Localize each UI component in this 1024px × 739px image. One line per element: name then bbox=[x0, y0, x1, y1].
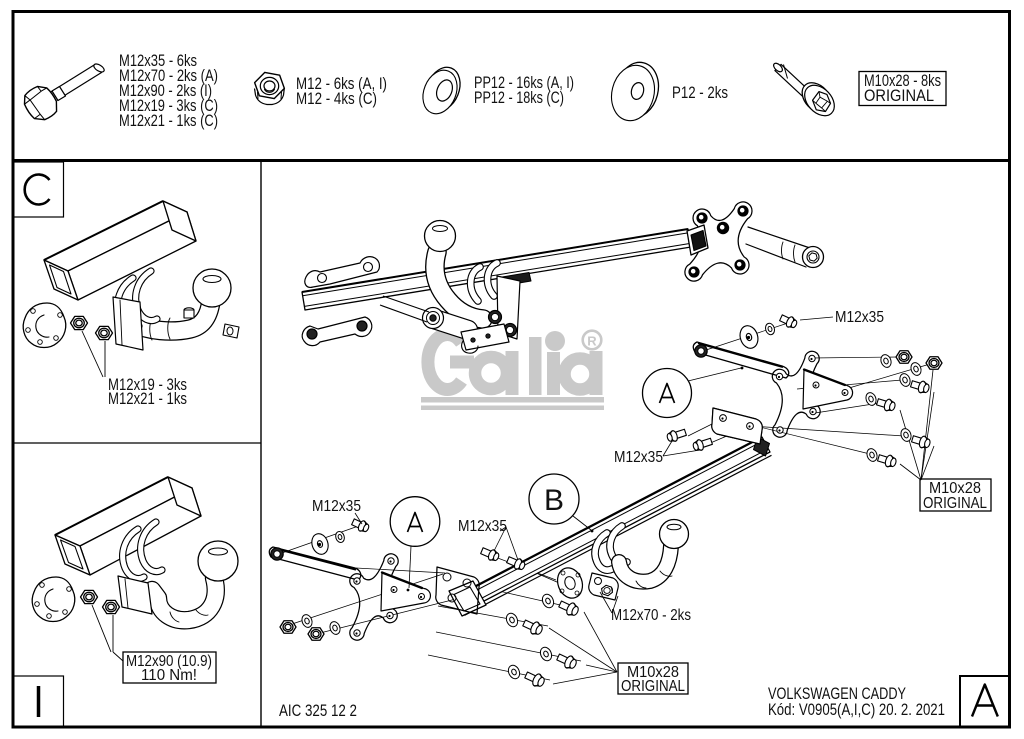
svg-text:M12x35: M12x35 bbox=[458, 518, 507, 535]
svg-text:M12x70 - 2ks: M12x70 - 2ks bbox=[611, 607, 691, 624]
svg-text:M12x90 - 2ks (I): M12x90 - 2ks (I) bbox=[119, 82, 212, 100]
svg-text:M12x35: M12x35 bbox=[312, 498, 361, 515]
svg-text:B: B bbox=[544, 484, 564, 517]
svg-text:M12x35: M12x35 bbox=[614, 449, 663, 466]
svg-text:M12x21 - 1ks: M12x21 - 1ks bbox=[108, 390, 187, 408]
svg-text:Kód: V0905(A,I,C) 20. 2. 2021: Kód: V0905(A,I,C) 20. 2. 2021 bbox=[768, 701, 945, 719]
svg-text:ORIGINAL: ORIGINAL bbox=[864, 87, 934, 105]
svg-text:P12 - 2ks: P12 - 2ks bbox=[672, 84, 728, 102]
svg-text:M12x90 (10.9): M12x90 (10.9) bbox=[126, 653, 212, 670]
svg-text:M12x35: M12x35 bbox=[835, 309, 884, 326]
svg-text:M12x35 - 6ks: M12x35 - 6ks bbox=[119, 52, 197, 70]
svg-text:M12x21 - 1ks (C): M12x21 - 1ks (C) bbox=[119, 112, 218, 130]
svg-text:R: R bbox=[587, 334, 597, 349]
svg-text:ORIGINAL: ORIGINAL bbox=[621, 678, 685, 695]
svg-text:ORIGINAL: ORIGINAL bbox=[923, 495, 987, 512]
svg-text:M10x28: M10x28 bbox=[929, 480, 981, 497]
svg-text:M12 - 6ks (A, I): M12 - 6ks (A, I) bbox=[296, 75, 387, 93]
svg-text:M12x19 - 3ks: M12x19 - 3ks bbox=[108, 376, 187, 394]
svg-text:PP12 - 16ks (A, I): PP12 - 16ks (A, I) bbox=[474, 74, 574, 92]
svg-text:110 Nm!: 110 Nm! bbox=[141, 667, 197, 684]
svg-text:M10x28: M10x28 bbox=[627, 664, 679, 681]
svg-text:M10x28 - 8ks: M10x28 - 8ks bbox=[864, 72, 941, 90]
svg-text:M12x70 - 2ks (A): M12x70 - 2ks (A) bbox=[119, 67, 218, 85]
svg-text:PP12 - 18ks (C): PP12 - 18ks (C) bbox=[474, 89, 564, 107]
svg-text:VOLKSWAGEN CADDY: VOLKSWAGEN CADDY bbox=[768, 685, 906, 703]
svg-text:M12x19 - 3ks (C): M12x19 - 3ks (C) bbox=[119, 97, 218, 115]
svg-text:AIC 325 12 2: AIC 325 12 2 bbox=[279, 702, 357, 720]
svg-text:M12 - 4ks (C): M12 - 4ks (C) bbox=[296, 90, 377, 108]
